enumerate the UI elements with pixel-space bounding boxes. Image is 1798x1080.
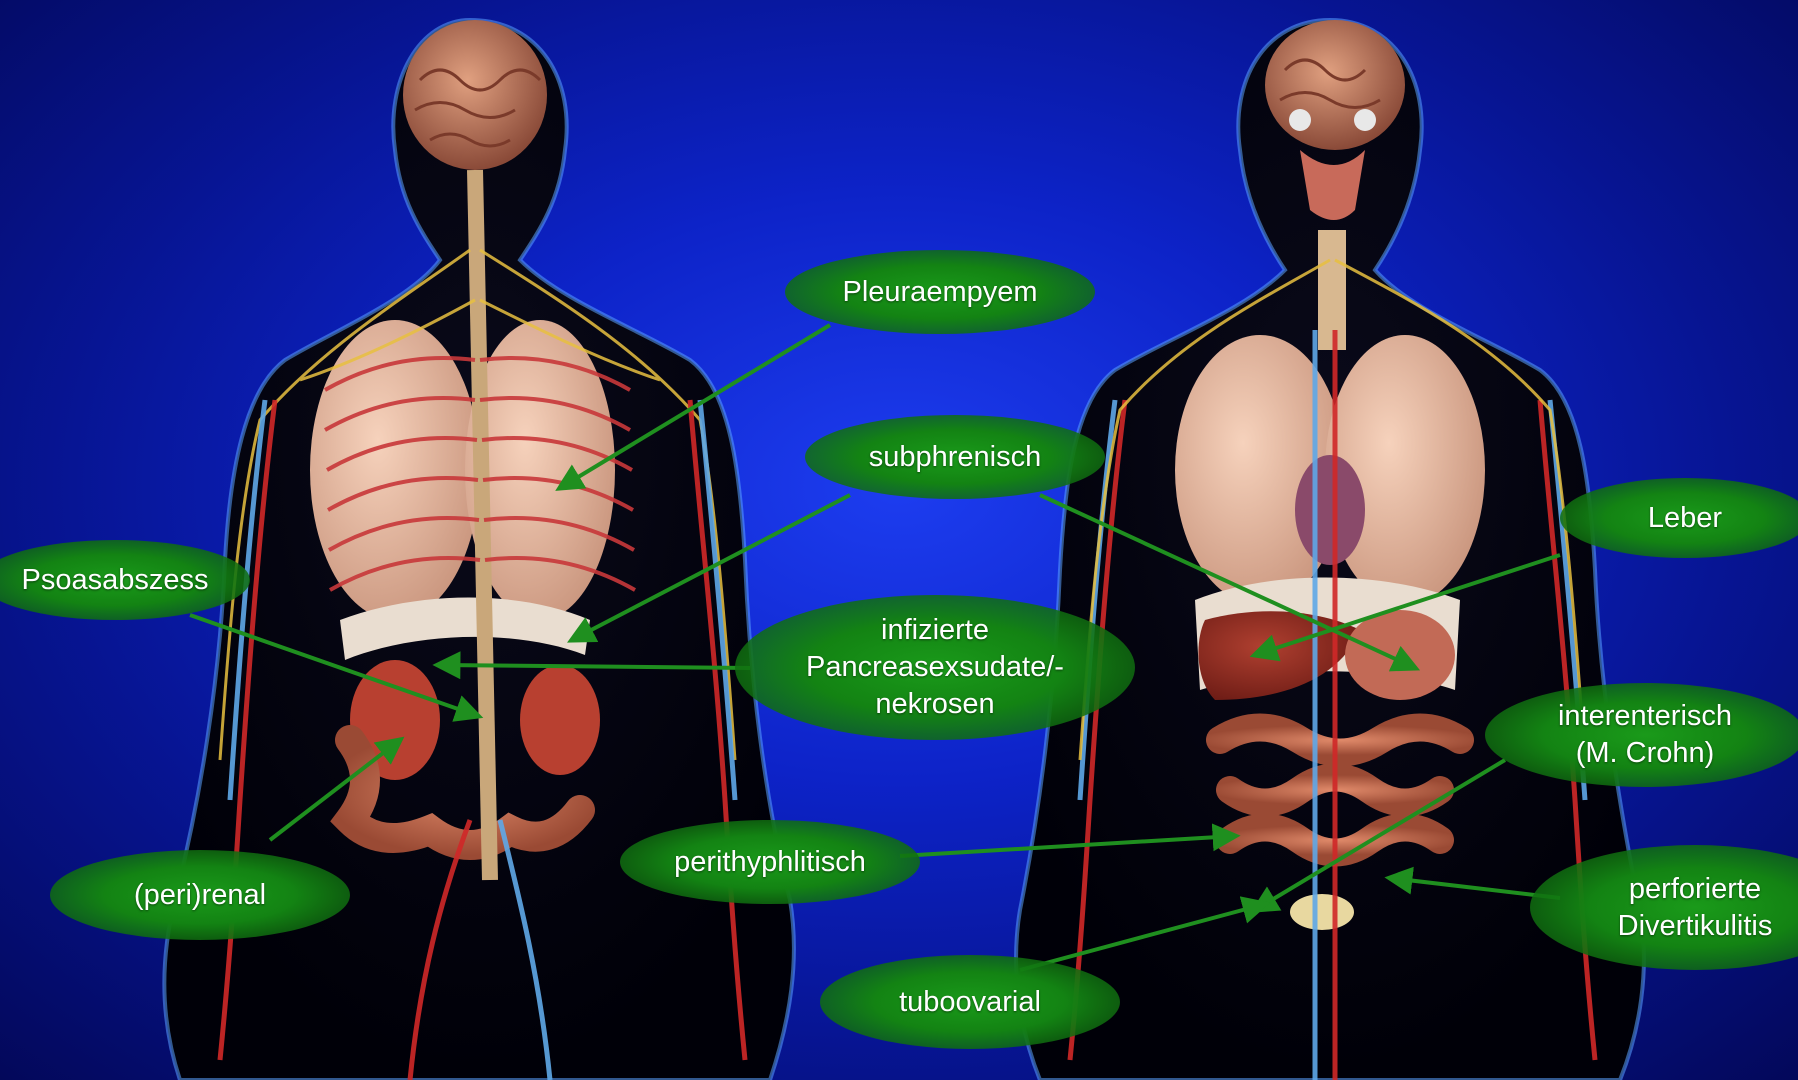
back-brain xyxy=(403,20,547,170)
label-subphrenisch: subphrenisch xyxy=(805,415,1105,499)
label-perithyphlitisch: perithyphlitisch xyxy=(620,820,920,904)
front-heart xyxy=(1295,455,1365,565)
label-leber: Leber xyxy=(1560,478,1798,558)
label-pleuraempyem: Pleuraempyem xyxy=(785,250,1095,334)
label-pancreas: infizierte Pancreasexsudate/- nekrosen xyxy=(735,595,1135,740)
label-interenterisch: interenterisch (M. Crohn) xyxy=(1485,683,1798,787)
label-perirenal: (peri)renal xyxy=(50,850,350,940)
front-brain xyxy=(1265,20,1405,150)
label-tuboovarial: tuboovarial xyxy=(820,955,1120,1049)
